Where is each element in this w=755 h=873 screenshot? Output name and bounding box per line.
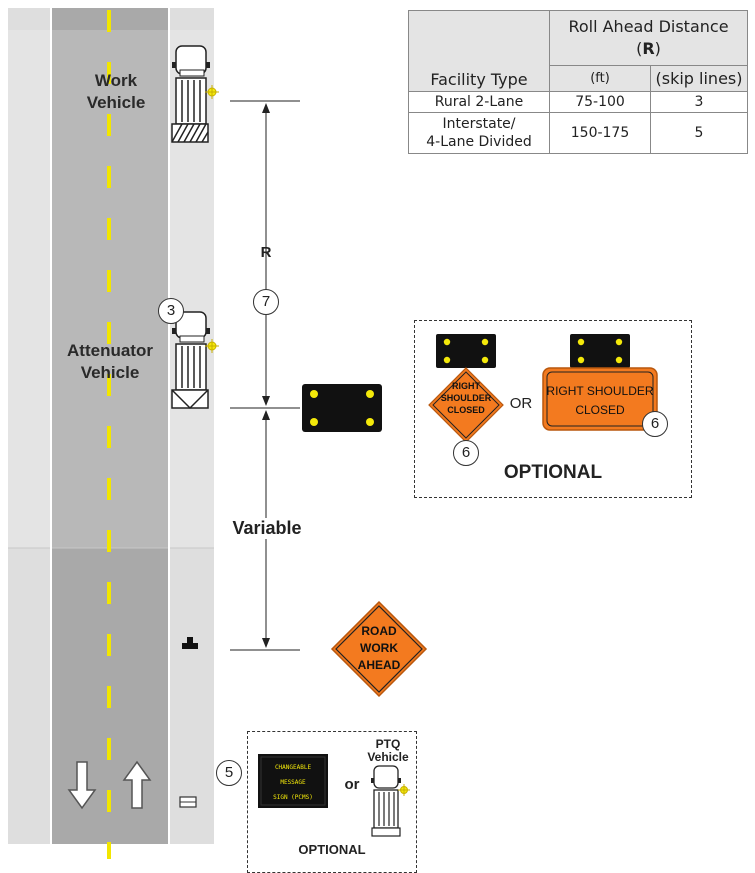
centerline-dash [107,530,111,552]
skip-cell: 5 [650,112,748,154]
down-arrow-icon [67,761,97,810]
r-label: R [260,244,272,261]
centerline-dashes [107,10,111,859]
table-row: Interstate/ 4-Lane Divided 150-175 5 [408,112,748,154]
callout-6-rect: 6 [642,411,668,437]
dimension-lines [230,100,300,651]
attenuator-vehicle-icon [171,311,219,410]
or-label-bottom: or [344,776,360,793]
centerline-dash [107,686,111,708]
pcms-symbol-icon [179,796,197,808]
callout-3: 3 [158,298,184,324]
facility-type-header: Facility Type [408,10,550,92]
skip-cell: 3 [650,91,748,113]
rsc-rect-text: RIGHT SHOULDER CLOSED [546,384,654,417]
pcms-sign-icon [258,754,328,808]
centerline-dash [107,374,111,396]
callout-6-diamond: 6 [453,440,479,466]
sign-post-icon [182,637,198,649]
ft-cell: 75-100 [549,91,651,113]
right-shoulder [170,8,214,844]
centerline-dash [107,478,111,500]
right-shoulder-closed-rect-icon [542,367,658,431]
callout-7: 7 [253,289,279,315]
centerline-dash [107,738,111,760]
centerline-dash [107,270,111,292]
ptq-vehicle-label: PTQ Vehicle [367,737,409,764]
variable-label: Variable [222,518,312,539]
facility-cell: Rural 2-Lane [408,91,550,113]
ptq-vehicle-icon [371,765,410,837]
centerline-dash [107,62,111,84]
centerline-dash [107,10,111,32]
small-arrow-board-icon [436,334,496,368]
table-row: Rural 2-Lane 75-100 3 [408,91,748,113]
arrow-board-icon [302,384,382,432]
skip-lines-header: (skip lines) [650,65,748,92]
road-work-ahead-sign-icon [330,600,428,698]
centerline-dash [107,790,111,812]
left-shoulder [8,8,50,844]
optional-label-bottom: OPTIONAL [298,842,366,857]
facility-cell: Interstate/ 4-Lane Divided [408,112,550,154]
centerline-dash [107,322,111,344]
work-vehicle-label: Work Vehicle [86,71,146,112]
centerline-dash [107,634,111,656]
centerline-dash [107,842,111,859]
or-label-top: OR [509,395,533,412]
rsc-diamond-text: RIGHT SHOULDER CLOSED [440,381,492,415]
centerline-dash [107,114,111,136]
road-work-ahead-text: ROAD WORK AHEAD [357,624,401,672]
work-vehicle-icon [171,45,219,143]
optional-box-top [414,320,692,498]
centerline-dash [107,582,111,604]
vehicle-arrow-board-icon [570,334,630,368]
pcms-text: CHANGEABLE MESSAGE SIGN (PCMS) [273,764,313,801]
centerline-dash [107,218,111,240]
roll-ahead-header: Roll Ahead Distance (R) [549,9,748,67]
centerline-dash [107,166,111,188]
roll-ahead-table: Facility Type Roll Ahead Distance (R) (f… [408,9,748,154]
ft-cell: 150-175 [549,112,651,154]
attenuator-vehicle-label: Attenuator Vehicle [67,341,153,382]
callout-5: 5 [216,760,242,786]
centerline-dash [107,426,111,448]
up-arrow-icon [122,760,152,809]
ft-header: (ft) [549,65,651,92]
optional-label-top: OPTIONAL [503,462,603,483]
